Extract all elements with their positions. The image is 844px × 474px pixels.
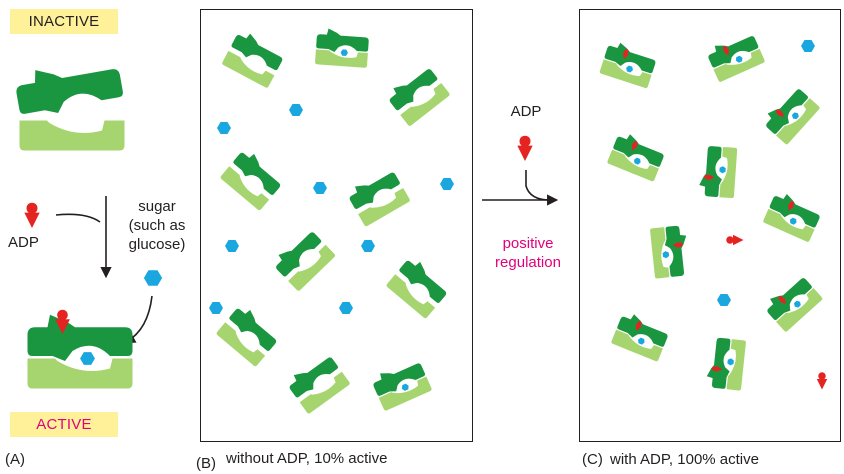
active-label: ACTIVE	[10, 412, 118, 437]
positive-regulation-line2: regulation	[495, 254, 561, 271]
panel-b-frame	[200, 9, 473, 442]
panel-b-caption: without ADP, 10% active	[226, 450, 388, 467]
sugar-label-line3: glucose)	[128, 236, 186, 253]
catalytic-subunit	[13, 55, 125, 120]
sugar-icon	[143, 270, 163, 286]
panel-c-frame	[579, 9, 841, 442]
regulation-arrow	[482, 170, 559, 206]
sugar-label-line1: sugar	[138, 198, 176, 215]
adp-middle-icon	[517, 135, 533, 161]
sugar-label-line2: (such as	[128, 217, 186, 234]
panel-b-label: (B)	[196, 455, 216, 472]
positive-regulation-line1: positive	[502, 235, 554, 252]
adp-icon	[24, 202, 40, 228]
panel-c-caption: with ADP, 100% active	[610, 451, 759, 468]
adp-label-middle: ADP	[510, 103, 542, 120]
panel-a-label: (A)	[5, 451, 25, 468]
inactive-enzyme	[13, 55, 125, 151]
panel-c-label: (C)	[582, 451, 603, 468]
adp-label-left: ADP	[8, 234, 39, 251]
active-enzyme	[27, 309, 133, 389]
inactive-label: INACTIVE	[10, 9, 118, 34]
regulatory-subunit	[19, 120, 125, 151]
